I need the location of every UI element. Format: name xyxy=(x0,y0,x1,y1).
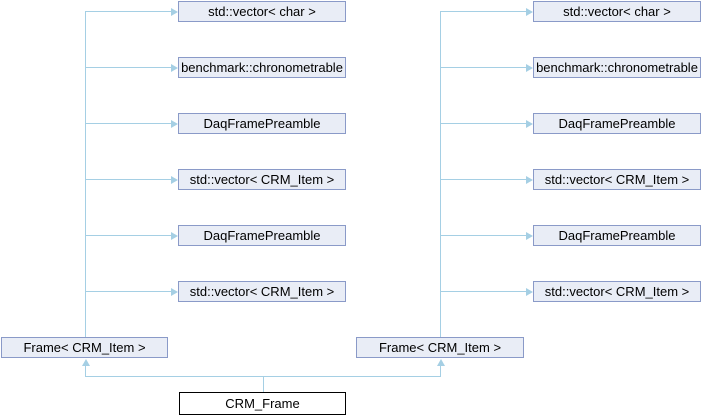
arrowhead-right-icon xyxy=(171,288,178,296)
node-left-std-vector-char[interactable]: std::vector< char > xyxy=(178,1,346,22)
edge-left-branch-3 xyxy=(85,123,171,124)
node-right-daqframepreamble-2[interactable]: DaqFramePreamble xyxy=(533,225,701,246)
node-left-daqframepreamble-1[interactable]: DaqFramePreamble xyxy=(178,113,346,134)
edge-left-branch-6 xyxy=(85,291,171,292)
arrowhead-right-icon xyxy=(526,288,533,296)
edge-left-branch-1 xyxy=(85,11,171,12)
arrowhead-right-icon xyxy=(526,64,533,72)
edge-left-branch-4 xyxy=(85,179,171,180)
node-right-std-vector-crm-item-2[interactable]: std::vector< CRM_Item > xyxy=(533,281,701,302)
arrowhead-right-icon xyxy=(526,232,533,240)
node-right-benchmark-chronometrable[interactable]: benchmark::chronometrable xyxy=(533,57,701,78)
edge-right-branch-4 xyxy=(440,179,526,180)
edge-right-branch-2 xyxy=(440,67,526,68)
node-right-daqframepreamble-1[interactable]: DaqFramePreamble xyxy=(533,113,701,134)
edge-right-branch-6 xyxy=(440,291,526,292)
node-right-std-vector-crm-item-1[interactable]: std::vector< CRM_Item > xyxy=(533,169,701,190)
edge-root-stub xyxy=(263,376,264,392)
edge-right-trunk xyxy=(440,11,441,337)
node-right-std-vector-char[interactable]: std::vector< char > xyxy=(533,1,701,22)
arrowhead-right-icon xyxy=(171,8,178,16)
node-left-benchmark-chronometrable[interactable]: benchmark::chronometrable xyxy=(178,57,346,78)
edge-root-to-left-parent xyxy=(85,366,86,376)
node-left-daqframepreamble-2[interactable]: DaqFramePreamble xyxy=(178,225,346,246)
node-frame-crm-item-right[interactable]: Frame< CRM_Item > xyxy=(356,337,524,358)
arrowhead-right-icon xyxy=(171,232,178,240)
arrowhead-right-icon xyxy=(171,120,178,128)
node-frame-crm-item-left[interactable]: Frame< CRM_Item > xyxy=(1,337,168,358)
edge-left-trunk xyxy=(85,11,86,337)
arrowhead-right-icon xyxy=(526,120,533,128)
edge-root-to-right-parent xyxy=(440,366,441,376)
node-left-std-vector-crm-item-2[interactable]: std::vector< CRM_Item > xyxy=(178,281,346,302)
arrowhead-right-icon xyxy=(171,176,178,184)
edge-left-branch-2 xyxy=(85,67,171,68)
node-left-std-vector-crm-item-1[interactable]: std::vector< CRM_Item > xyxy=(178,169,346,190)
arrowhead-right-icon xyxy=(526,176,533,184)
arrowhead-up-icon xyxy=(82,359,90,366)
arrowhead-right-icon xyxy=(526,8,533,16)
edge-left-branch-5 xyxy=(85,235,171,236)
edge-right-branch-3 xyxy=(440,123,526,124)
arrowhead-up-icon xyxy=(437,359,445,366)
node-crm-frame: CRM_Frame xyxy=(179,392,346,415)
edge-right-branch-1 xyxy=(440,11,526,12)
arrowhead-right-icon xyxy=(171,64,178,72)
edge-right-branch-5 xyxy=(440,235,526,236)
